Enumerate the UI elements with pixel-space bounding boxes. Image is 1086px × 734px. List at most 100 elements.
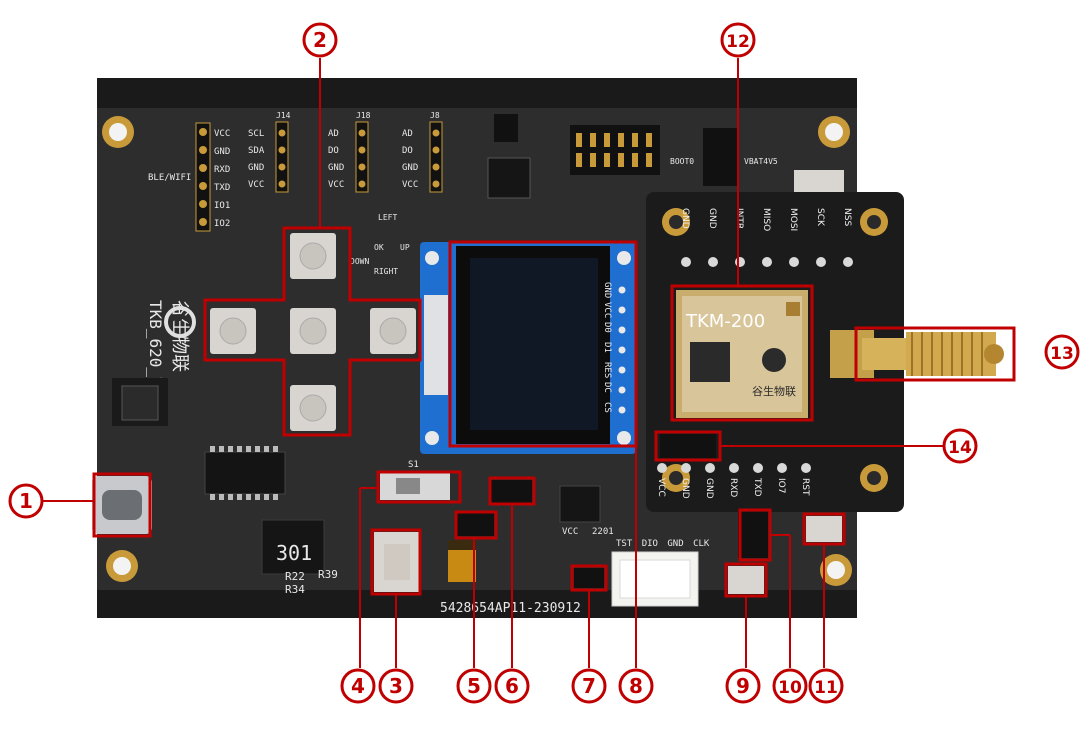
callout-label: 9 <box>736 674 750 698</box>
callout-label: 8 <box>629 674 643 698</box>
highlight-2 <box>203 226 422 437</box>
battery-capacitor <box>448 540 476 582</box>
callout-circle <box>8 483 44 519</box>
callout-label: 10 <box>778 678 802 698</box>
mounting-hole-tr <box>818 116 850 148</box>
module-top-pin <box>681 257 691 267</box>
jumper-pin <box>576 153 582 167</box>
tst-label: TST <box>616 539 633 549</box>
header-pin <box>432 180 440 188</box>
button-top-right <box>794 170 844 192</box>
module-top-pin <box>735 257 745 267</box>
clk-label: CLK <box>693 539 710 549</box>
button-s8-header <box>738 512 768 558</box>
ble-wifi-header <box>195 122 211 232</box>
callout-circle <box>456 668 492 704</box>
module-bottom-pin-label: GND <box>680 478 690 499</box>
callout-10: 10 <box>772 668 808 704</box>
inductor-ref-1: R22 <box>285 570 305 583</box>
key-left <box>210 308 256 354</box>
boot0-label: VBAT4V5 <box>744 157 778 166</box>
callout-6: 6 <box>494 668 530 704</box>
key-label-ok: OK <box>374 243 384 252</box>
callout-circle <box>720 22 756 58</box>
bt-pin <box>199 164 207 172</box>
oled-pin-label: RES <box>602 362 612 378</box>
callout-circle <box>494 668 530 704</box>
vcc-2201-label: 2201 <box>592 527 614 537</box>
header-pin <box>358 146 366 154</box>
oled-pin-label: GND <box>602 282 612 298</box>
callout-1: 1 <box>8 483 44 519</box>
jumper-block-top <box>570 125 660 175</box>
module-top-pin-label: MISO <box>761 208 771 231</box>
callout-circle <box>725 668 761 704</box>
bt-pin <box>199 182 207 190</box>
mounting-hole-bl <box>106 550 138 582</box>
highlight-1 <box>92 472 152 538</box>
header-pin-label: SCL <box>248 129 264 139</box>
header-pin-label: VCC <box>402 180 418 190</box>
oled-pin <box>618 306 626 314</box>
callout-8: 8 <box>618 668 654 704</box>
ic-pin <box>210 494 215 500</box>
callout-label: 3 <box>389 674 403 698</box>
module-bottom-pin <box>729 463 739 473</box>
callout-circle <box>1044 334 1080 370</box>
boot1-label: BOOT0 <box>670 157 694 166</box>
highlight-13 <box>854 326 1016 382</box>
bt-pin <box>199 218 207 226</box>
header-j8 <box>429 121 443 193</box>
callout-label: 4 <box>351 674 365 698</box>
module-bottom-pin <box>753 463 763 473</box>
jumper-pin <box>604 153 610 167</box>
jumper-pin <box>632 153 638 167</box>
header-pin <box>278 180 286 188</box>
ic-pin <box>273 446 278 452</box>
module-top-pin <box>789 257 799 267</box>
button-right-top <box>806 516 842 542</box>
callout-7: 7 <box>571 668 607 704</box>
callout-label: 1 <box>19 489 33 513</box>
header-ref: J18 <box>356 111 371 120</box>
header-ref: J14 <box>276 111 291 120</box>
callout-label: 11 <box>814 678 838 698</box>
push-button-s2 <box>374 532 420 592</box>
oled-pin <box>618 386 626 394</box>
module-bottom-pin-label: RST <box>800 478 810 496</box>
module-top-pin <box>816 257 826 267</box>
reset-button-left <box>112 378 168 426</box>
oled-pin-label: D0 <box>602 322 612 333</box>
callout-9: 9 <box>725 668 761 704</box>
module-top-pin <box>843 257 853 267</box>
ic-pin <box>237 446 242 452</box>
ic-u5 <box>204 446 286 500</box>
oled-display <box>420 242 636 454</box>
highlight-12 <box>670 284 814 422</box>
ic-pin <box>273 494 278 500</box>
bt-pin-label: IO1 <box>214 201 230 211</box>
header-pin-label: AD <box>328 129 339 139</box>
module-bottom-pin <box>681 463 691 473</box>
header-pin <box>278 129 286 137</box>
header-pin-label: GND <box>402 163 418 173</box>
header-pin <box>432 146 440 154</box>
module-top-pin <box>708 257 718 267</box>
jumper-pin <box>632 133 638 147</box>
callout-circle <box>302 22 338 58</box>
module-top-pin <box>762 257 772 267</box>
ic-pin <box>264 494 269 500</box>
callout-label: 2 <box>313 28 327 52</box>
oled-pin-label: VCC <box>602 302 612 318</box>
module-brand: 谷生物联 <box>752 384 796 398</box>
oled-pin-label: CS <box>602 402 612 413</box>
callout-12: 12 <box>720 22 756 58</box>
ic-top-center <box>487 157 531 199</box>
inductor-ref-2: R34 <box>285 583 305 596</box>
ic-pin <box>255 446 260 452</box>
qr-code-icon <box>690 342 730 382</box>
